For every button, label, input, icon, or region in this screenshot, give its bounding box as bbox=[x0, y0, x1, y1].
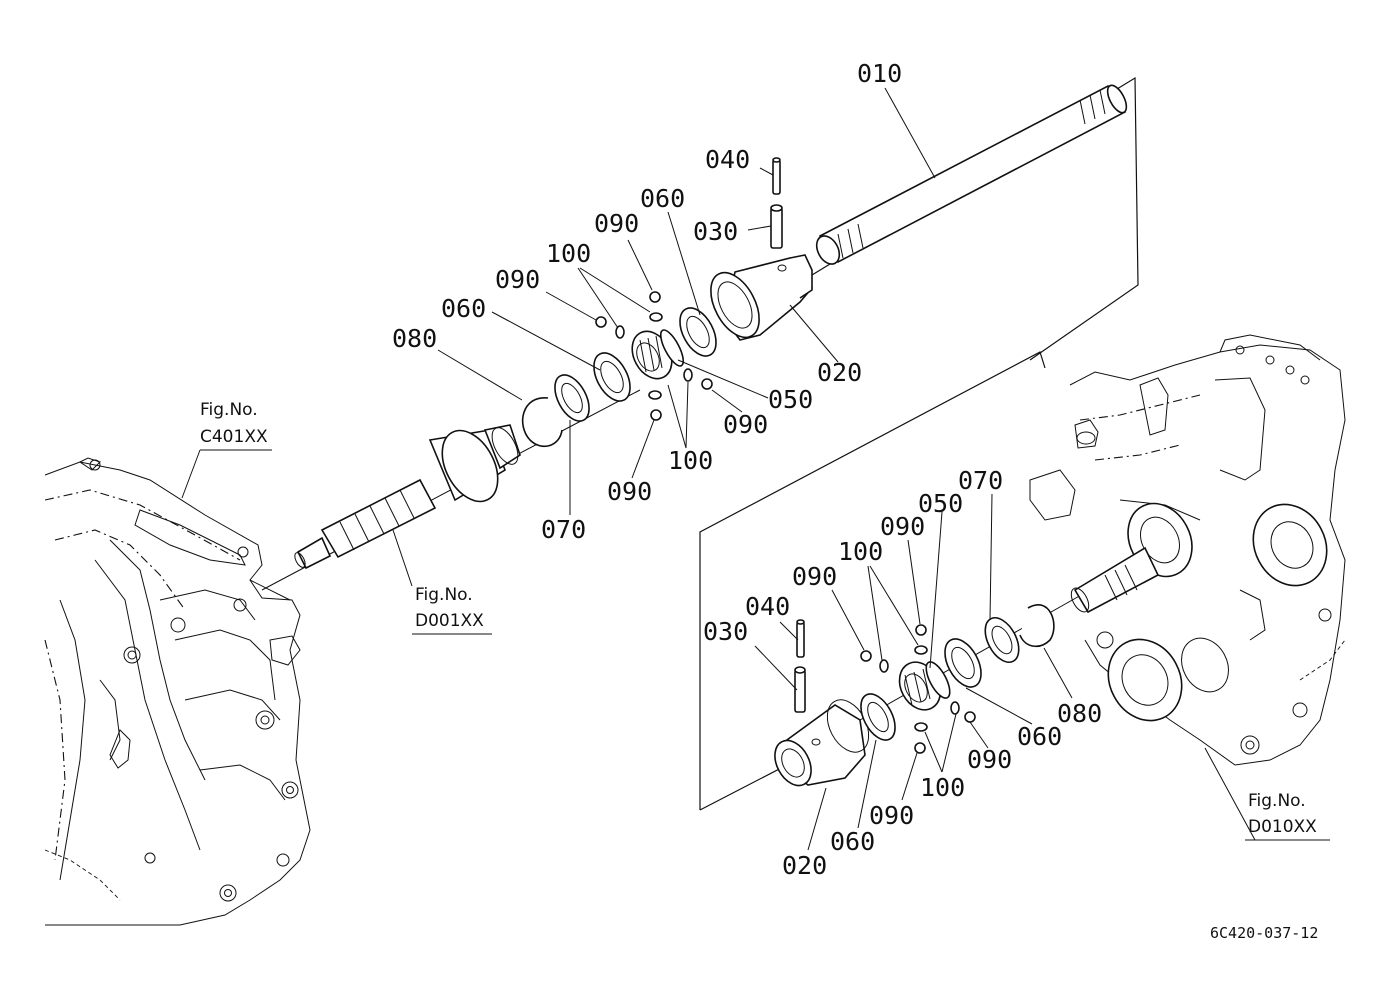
callout-100: 100 bbox=[920, 773, 965, 802]
callout-050: 050 bbox=[918, 489, 963, 518]
callout-030: 030 bbox=[703, 617, 748, 646]
callout-080: 080 bbox=[392, 324, 437, 353]
fig-ref-d010xx: Fig.No. D010XX bbox=[1248, 791, 1317, 837]
ring-100-a bbox=[649, 312, 663, 322]
callout-010: 010 bbox=[857, 59, 902, 88]
upper-assembly bbox=[261, 76, 1139, 591]
callouts-upper: 010 040 030 060 090 100 090 060 080 020 … bbox=[392, 59, 902, 544]
fig-ref-label: Fig.No. bbox=[415, 585, 473, 605]
washer-060-lower-b bbox=[944, 638, 982, 688]
washer-070 bbox=[554, 374, 590, 422]
ring-100-lower-b bbox=[914, 645, 928, 655]
ball-090-d bbox=[650, 409, 662, 421]
coupling-020-lower bbox=[774, 699, 870, 787]
callout-040: 040 bbox=[705, 145, 750, 174]
diagram-code: 6C420-037-12 bbox=[1210, 924, 1318, 942]
washer-060-a bbox=[679, 307, 717, 357]
pin-030-lower bbox=[794, 666, 806, 713]
ball-090-a bbox=[649, 291, 661, 303]
fig-ref-label: Fig.No. bbox=[1248, 791, 1306, 811]
coupling-020 bbox=[710, 254, 813, 341]
callout-030: 030 bbox=[693, 217, 738, 246]
pin-040-lower bbox=[796, 619, 805, 658]
ball-090-lower-c bbox=[964, 711, 976, 723]
fig-ref-c401xx: Fig.No. C401XX bbox=[200, 400, 268, 447]
hub-050 bbox=[631, 329, 685, 380]
callout-060: 060 bbox=[830, 827, 875, 856]
callout-070: 070 bbox=[541, 515, 586, 544]
callout-100: 100 bbox=[838, 537, 883, 566]
washer-070-lower bbox=[984, 617, 1020, 663]
ball-090-lower-a bbox=[860, 650, 872, 662]
callout-090: 090 bbox=[495, 265, 540, 294]
fig-ref-code: C401XX bbox=[200, 427, 268, 447]
left-transmission-housing bbox=[44, 457, 311, 926]
ball-090-c bbox=[701, 378, 713, 390]
washer-060-b bbox=[593, 352, 631, 402]
lower-assembly bbox=[699, 351, 1091, 811]
callout-090: 090 bbox=[607, 477, 652, 506]
callout-100: 100 bbox=[668, 446, 713, 475]
pin-030 bbox=[770, 204, 783, 249]
callout-020: 020 bbox=[782, 851, 827, 880]
callout-090: 090 bbox=[594, 209, 639, 238]
callout-060: 060 bbox=[1017, 722, 1062, 751]
callout-090: 090 bbox=[869, 801, 914, 830]
ball-090-b bbox=[595, 316, 607, 328]
ring-100-d bbox=[648, 390, 662, 400]
callout-020: 020 bbox=[817, 358, 862, 387]
ring-100-lower-a bbox=[879, 659, 889, 673]
ball-090-lower-b bbox=[915, 624, 927, 636]
ring-100-b bbox=[615, 325, 625, 339]
leader-lines bbox=[181, 87, 1330, 851]
callout-090: 090 bbox=[723, 410, 768, 439]
fig-ref-code: D010XX bbox=[1248, 817, 1317, 837]
callout-060: 060 bbox=[441, 294, 486, 323]
circlip-080 bbox=[521, 397, 563, 448]
washer-060-lower-a bbox=[860, 693, 896, 741]
pin-040 bbox=[772, 157, 781, 195]
ring-100-lower-c bbox=[950, 701, 960, 715]
callout-080: 080 bbox=[1057, 699, 1102, 728]
ring-100-c bbox=[683, 368, 693, 382]
ball-090-lower-d bbox=[914, 742, 926, 754]
input-shaft bbox=[294, 424, 521, 570]
ring-100-lower-d bbox=[914, 722, 928, 732]
fig-ref-d001xx: Fig.No. D001XX bbox=[415, 585, 484, 631]
hub-050-lower bbox=[898, 661, 951, 711]
callout-070: 070 bbox=[958, 466, 1003, 495]
circlip-080-lower bbox=[1019, 604, 1055, 648]
fig-ref-label: Fig.No. bbox=[200, 400, 258, 420]
callout-090: 090 bbox=[880, 512, 925, 541]
right-transmission-housing bbox=[1029, 334, 1346, 766]
shaft-010 bbox=[815, 84, 1128, 265]
callout-090: 090 bbox=[967, 745, 1012, 774]
callout-050: 050 bbox=[768, 385, 813, 414]
callout-040: 040 bbox=[745, 592, 790, 621]
callout-100: 100 bbox=[546, 239, 591, 268]
callouts-lower: 070 050 090 100 090 040 030 080 060 090 … bbox=[703, 466, 1102, 880]
fig-ref-code: D001XX bbox=[415, 611, 484, 631]
callout-090: 090 bbox=[792, 562, 837, 591]
callout-060: 060 bbox=[640, 184, 685, 213]
